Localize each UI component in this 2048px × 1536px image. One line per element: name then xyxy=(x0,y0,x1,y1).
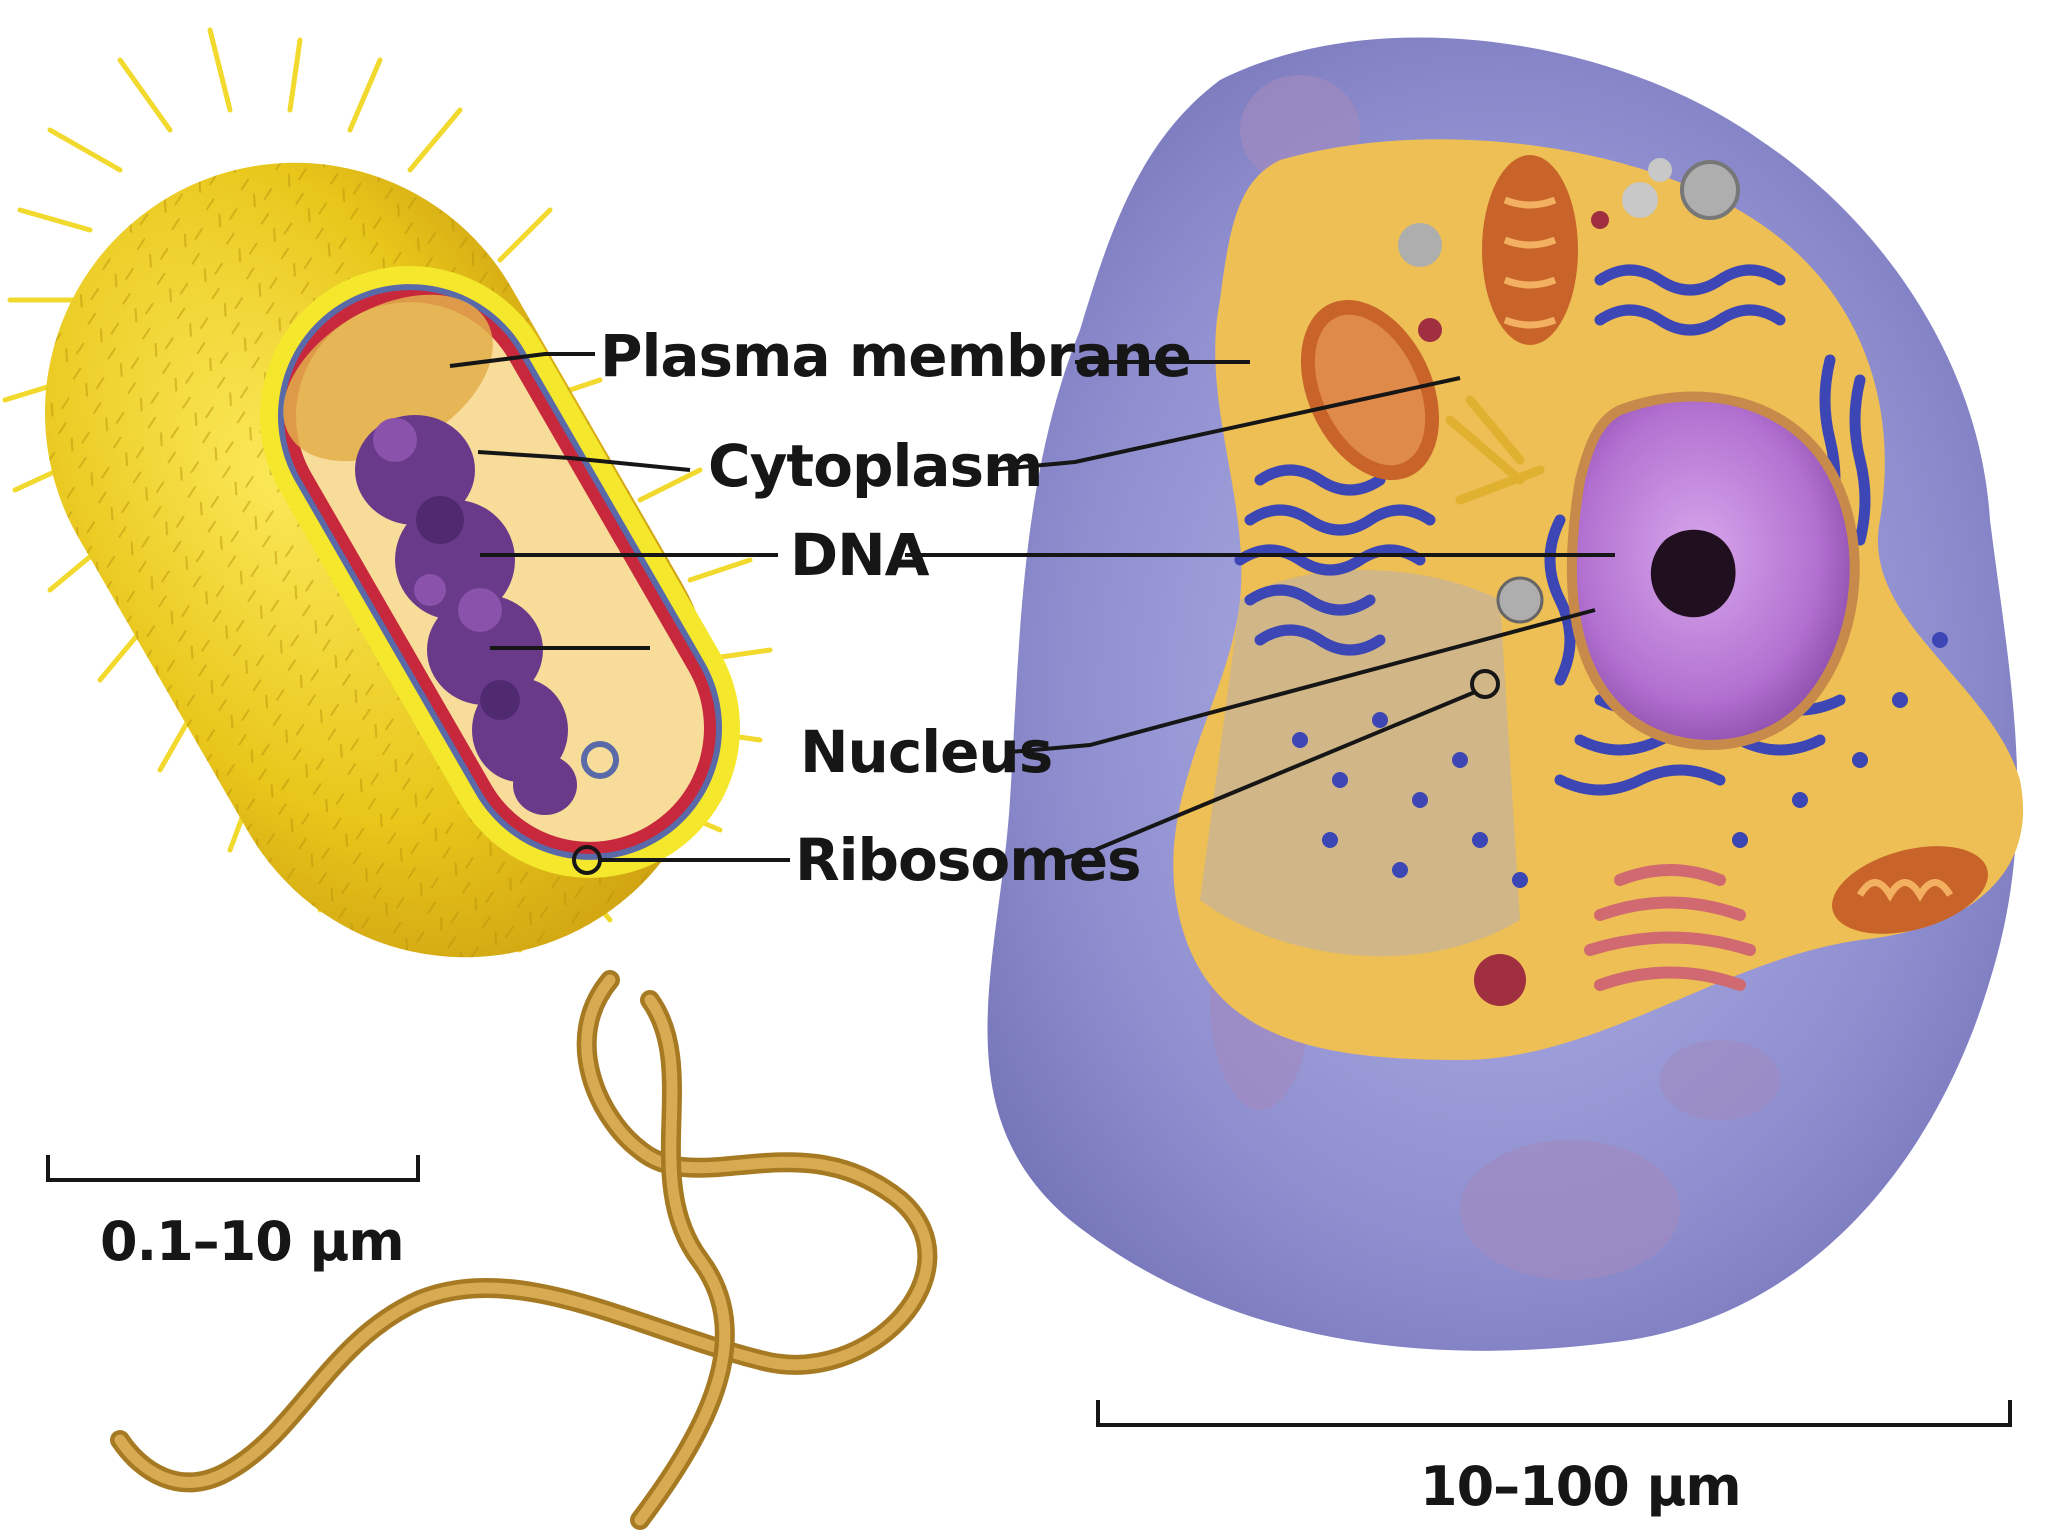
scale-label-prokaryote: 0.1–10 µm xyxy=(100,1210,404,1273)
rough-er-region xyxy=(1200,570,1520,957)
scale-bar-eukaryote xyxy=(1096,1400,2012,1427)
label-cytoplasm: Cytoplasm xyxy=(708,432,1042,500)
lysosome xyxy=(1474,954,1526,1006)
eukaryotic-cell xyxy=(987,37,2024,1351)
scale-bar-prokaryote xyxy=(46,1155,420,1182)
label-nucleus: Nucleus xyxy=(800,718,1052,786)
mitochondrion xyxy=(1300,155,1988,934)
nucleolus xyxy=(1650,529,1736,618)
ribosome-marker-eukaryote xyxy=(1470,669,1500,699)
leader-lines xyxy=(449,352,1615,862)
label-dna: DNA xyxy=(790,521,930,589)
golgi-apparatus xyxy=(1584,864,1756,991)
scale-label-eukaryote: 10–100 µm xyxy=(1420,1455,1741,1518)
centrosome xyxy=(1445,395,1545,505)
plasmid xyxy=(581,741,619,779)
prokaryotic-cell xyxy=(2,27,938,1530)
flagellum xyxy=(110,970,938,1530)
label-ribosomes: Ribosomes xyxy=(795,826,1141,894)
bacterial-dna xyxy=(355,415,577,815)
label-plasma-membrane: Plasma membrane xyxy=(600,322,1191,390)
vesicles xyxy=(1398,158,1740,624)
